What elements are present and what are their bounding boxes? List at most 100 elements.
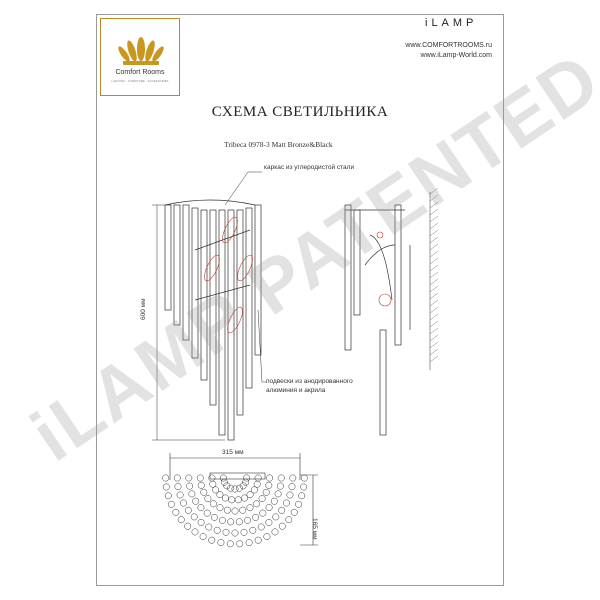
crystal-mark [263,533,271,541]
bulb-outline [204,254,220,282]
crystal-mark [272,513,280,521]
crystal-mark [266,474,274,482]
crystal-mark [228,496,236,504]
bulb-outline [227,306,243,334]
wall-hatch-line [429,292,439,300]
crystal-mark [197,504,205,512]
rod [191,207,199,359]
pendant-annotation-line-2: алюминия и акрила [266,387,326,394]
crystal-mark [288,483,296,491]
crystal-mark [271,528,279,536]
crystal-mark [184,506,192,514]
crystal-mark [184,522,192,530]
crystal-mark [243,474,251,482]
crystal-mark [298,492,306,500]
wall-hatch-line [429,313,439,321]
crystal-mark [223,482,231,490]
wall-hatch-line [429,278,439,286]
width-dimension: 315 мм [222,449,244,456]
bulb-outline [222,216,238,244]
crystal-mark [197,519,205,526]
crystal-mark [300,483,308,491]
crystal-mark [167,500,175,508]
crystal-mark [300,474,308,482]
crystal-mark [257,523,265,531]
crystal-mark [222,528,230,536]
crystal-mark [219,474,227,482]
crystal-mark [210,513,218,521]
pendant-leader [257,309,266,383]
rod [164,204,172,311]
wall-hatch-line [429,306,439,314]
wall-hatch-line [429,208,439,216]
rod [200,209,208,381]
wall-hatch-line [429,327,439,335]
crystal-mark [252,513,260,521]
crystal-mark [254,474,262,482]
side-rod [394,204,402,346]
crystal-mark [203,509,211,517]
side-arm [364,244,396,266]
crystal-mark [221,494,229,502]
crystal-mark [239,482,247,490]
crystal-mark [278,506,286,514]
crystal-mark [246,491,254,499]
crystal-mark [235,484,243,492]
crystal-mark [254,536,262,544]
crystal-mark [173,474,181,482]
rod [173,204,181,326]
crystal-mark [217,539,225,547]
crystal-mark [286,491,294,499]
mount-bar [209,472,266,480]
crystal-mark [199,533,207,541]
crystal-mark [213,526,221,534]
logo-tagline: LIGHTING · FURNITURE · ACCESSORIES [111,80,169,83]
website-ilamp[interactable]: www.iLamp-World.com [420,52,492,59]
bulb-outline [237,254,253,282]
crystal-mark [278,522,286,530]
frame-leader [224,171,262,206]
crystal-mark [191,528,199,536]
wall-hatch-line [429,334,439,342]
crystal-mark [245,539,253,547]
crystal-mark [205,523,213,531]
crystal-mark [196,474,204,482]
crystal-mark [209,480,217,488]
side-rod [344,204,352,351]
rod [254,204,262,356]
crystal-mark [231,529,239,537]
crystal-mark [185,474,193,482]
crystal-mark [250,486,258,494]
wall-hatch-line [429,236,439,244]
crystal-mark [253,480,261,488]
crystal-mark [188,490,196,498]
wall-hatch-line [429,215,439,223]
page-title: СХЕМА СВЕТИЛЬНИКА [211,104,389,120]
crystal-mark [177,516,185,524]
rod [245,207,253,389]
crystal-mark [265,481,273,489]
crystal-mark [290,508,298,516]
logo-name: Comfort Rooms [115,69,165,76]
crystal-mark [242,478,250,486]
crystal-mark [231,507,239,515]
crystal-mark [270,497,278,505]
crystal-mark [277,474,285,482]
wall-hatch-line [429,348,439,356]
crystal-mark [162,474,170,482]
rod [218,209,226,436]
wall-hatch-line [429,187,439,195]
website-comfortrooms[interactable]: www.COMFORTROOMS.ru [405,42,492,49]
wall-hatch-line [429,194,439,202]
rod [182,204,190,341]
crystal-mark [208,536,216,544]
pendant-annotation-line-1: подвески из анодированного [266,378,353,385]
wall-hatch-line [429,257,439,265]
model-name: Tribeca 0978-3 Matt Bronze&Black [224,140,333,149]
wall-hatch-line [429,201,439,209]
crystal-mark [186,482,194,490]
side-bulb [376,231,384,239]
crystal-mark [208,474,216,482]
crystal-mark [200,488,208,496]
crystal-mark [180,499,187,507]
